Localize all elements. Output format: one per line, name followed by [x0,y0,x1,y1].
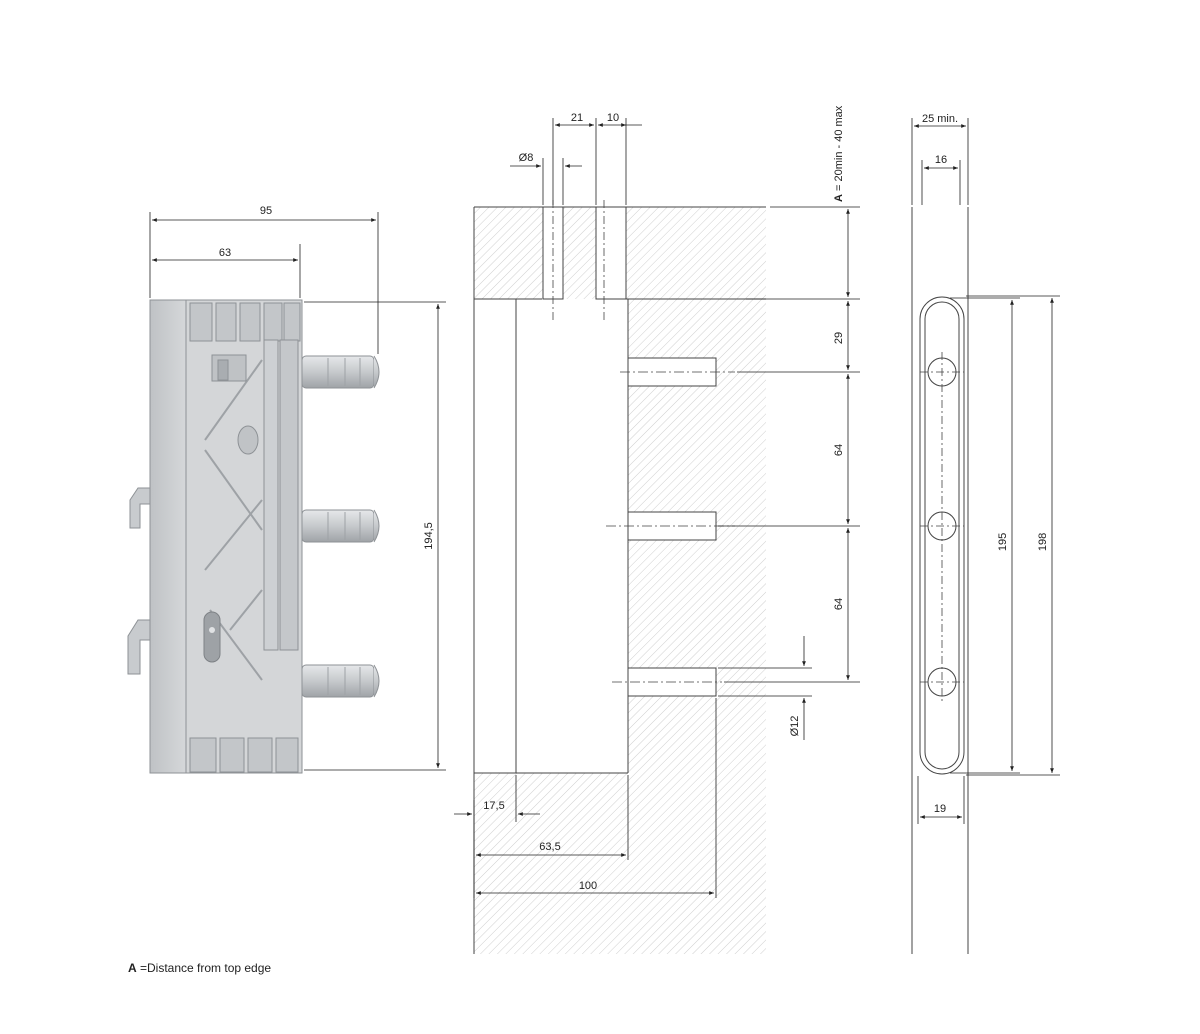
dim-A-range: = 20min - 40 max [833,105,845,191]
pin-middle [301,509,380,543]
dim-10: 10 [607,112,619,124]
pin-top [301,355,380,389]
dim-100: 100 [579,880,597,892]
hinge-side-view [127,299,380,774]
dim-64-upper: 64 [833,444,845,456]
legend-text: =Distance from top edge [136,961,272,975]
dim-diameter-12: Ø12 [789,716,801,737]
dim-25-min: 25 min. [922,113,958,125]
dim-A-label: A [833,194,845,202]
dim-64-lower: 64 [833,598,845,610]
legend-note: A =Distance from top edge [128,961,271,975]
dim-198: 198 [1037,533,1049,551]
dim-63: 63 [219,247,231,259]
dim-95: 95 [260,205,272,217]
frame-section-view [473,200,766,954]
dim-diameter-8: Ø8 [519,152,534,164]
frame-front-view [911,207,969,954]
dim-63-5: 63,5 [539,841,560,853]
dim-194-5: 194,5 [423,522,435,550]
legend-key: A [128,961,137,975]
dim-21: 21 [571,112,583,124]
dim-29: 29 [833,332,845,344]
dim-195: 195 [997,533,1009,551]
pin-bottom [301,664,380,698]
dim-17-5: 17,5 [483,800,504,812]
dim-16: 16 [935,154,947,166]
dim-19: 19 [934,803,946,815]
